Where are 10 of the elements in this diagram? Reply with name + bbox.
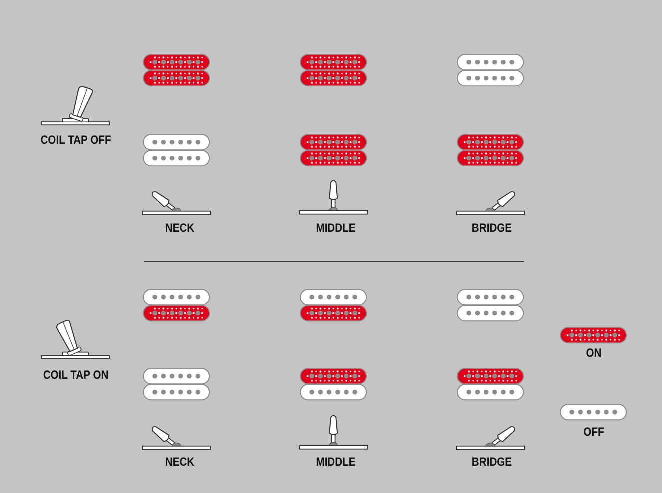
switch-position-label: BRIDGE xyxy=(472,222,512,235)
switch-position-label: NECK xyxy=(165,456,195,469)
switch-position-label: MIDDLE xyxy=(316,456,356,469)
switch-state-label: COIL TAP OFF xyxy=(40,134,112,147)
switch-position-label: MIDDLE xyxy=(316,222,356,235)
legend-label: ON xyxy=(586,347,602,360)
switch-state-label: COIL TAP ON xyxy=(43,369,109,382)
switch-position-label: NECK xyxy=(165,222,195,235)
legend-label: OFF xyxy=(584,426,604,439)
switch-position-label: BRIDGE xyxy=(472,456,512,469)
